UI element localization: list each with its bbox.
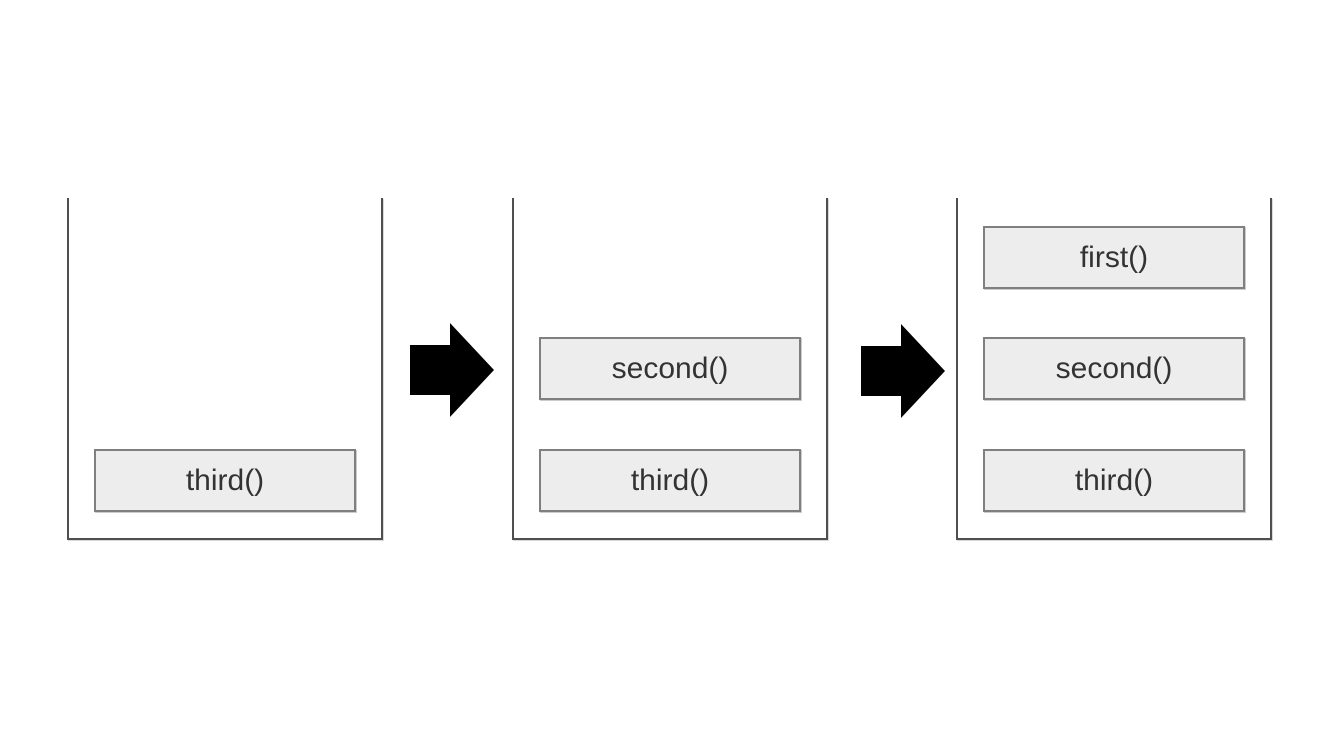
stack-container-3: first() second() third() (956, 198, 1272, 540)
stack-frame-first: first() (983, 226, 1245, 289)
stack-frame-third: third() (983, 449, 1245, 512)
arrow-right-icon (861, 324, 945, 418)
stack-frame-second: second() (539, 337, 801, 400)
arrow-right-icon (410, 323, 494, 417)
stack-container-2: second() third() (512, 198, 828, 540)
stack-frame-third: third() (94, 449, 356, 512)
stack-frame-third: third() (539, 449, 801, 512)
stack-container-1: third() (67, 198, 383, 540)
stack-frame-second: second() (983, 337, 1245, 400)
